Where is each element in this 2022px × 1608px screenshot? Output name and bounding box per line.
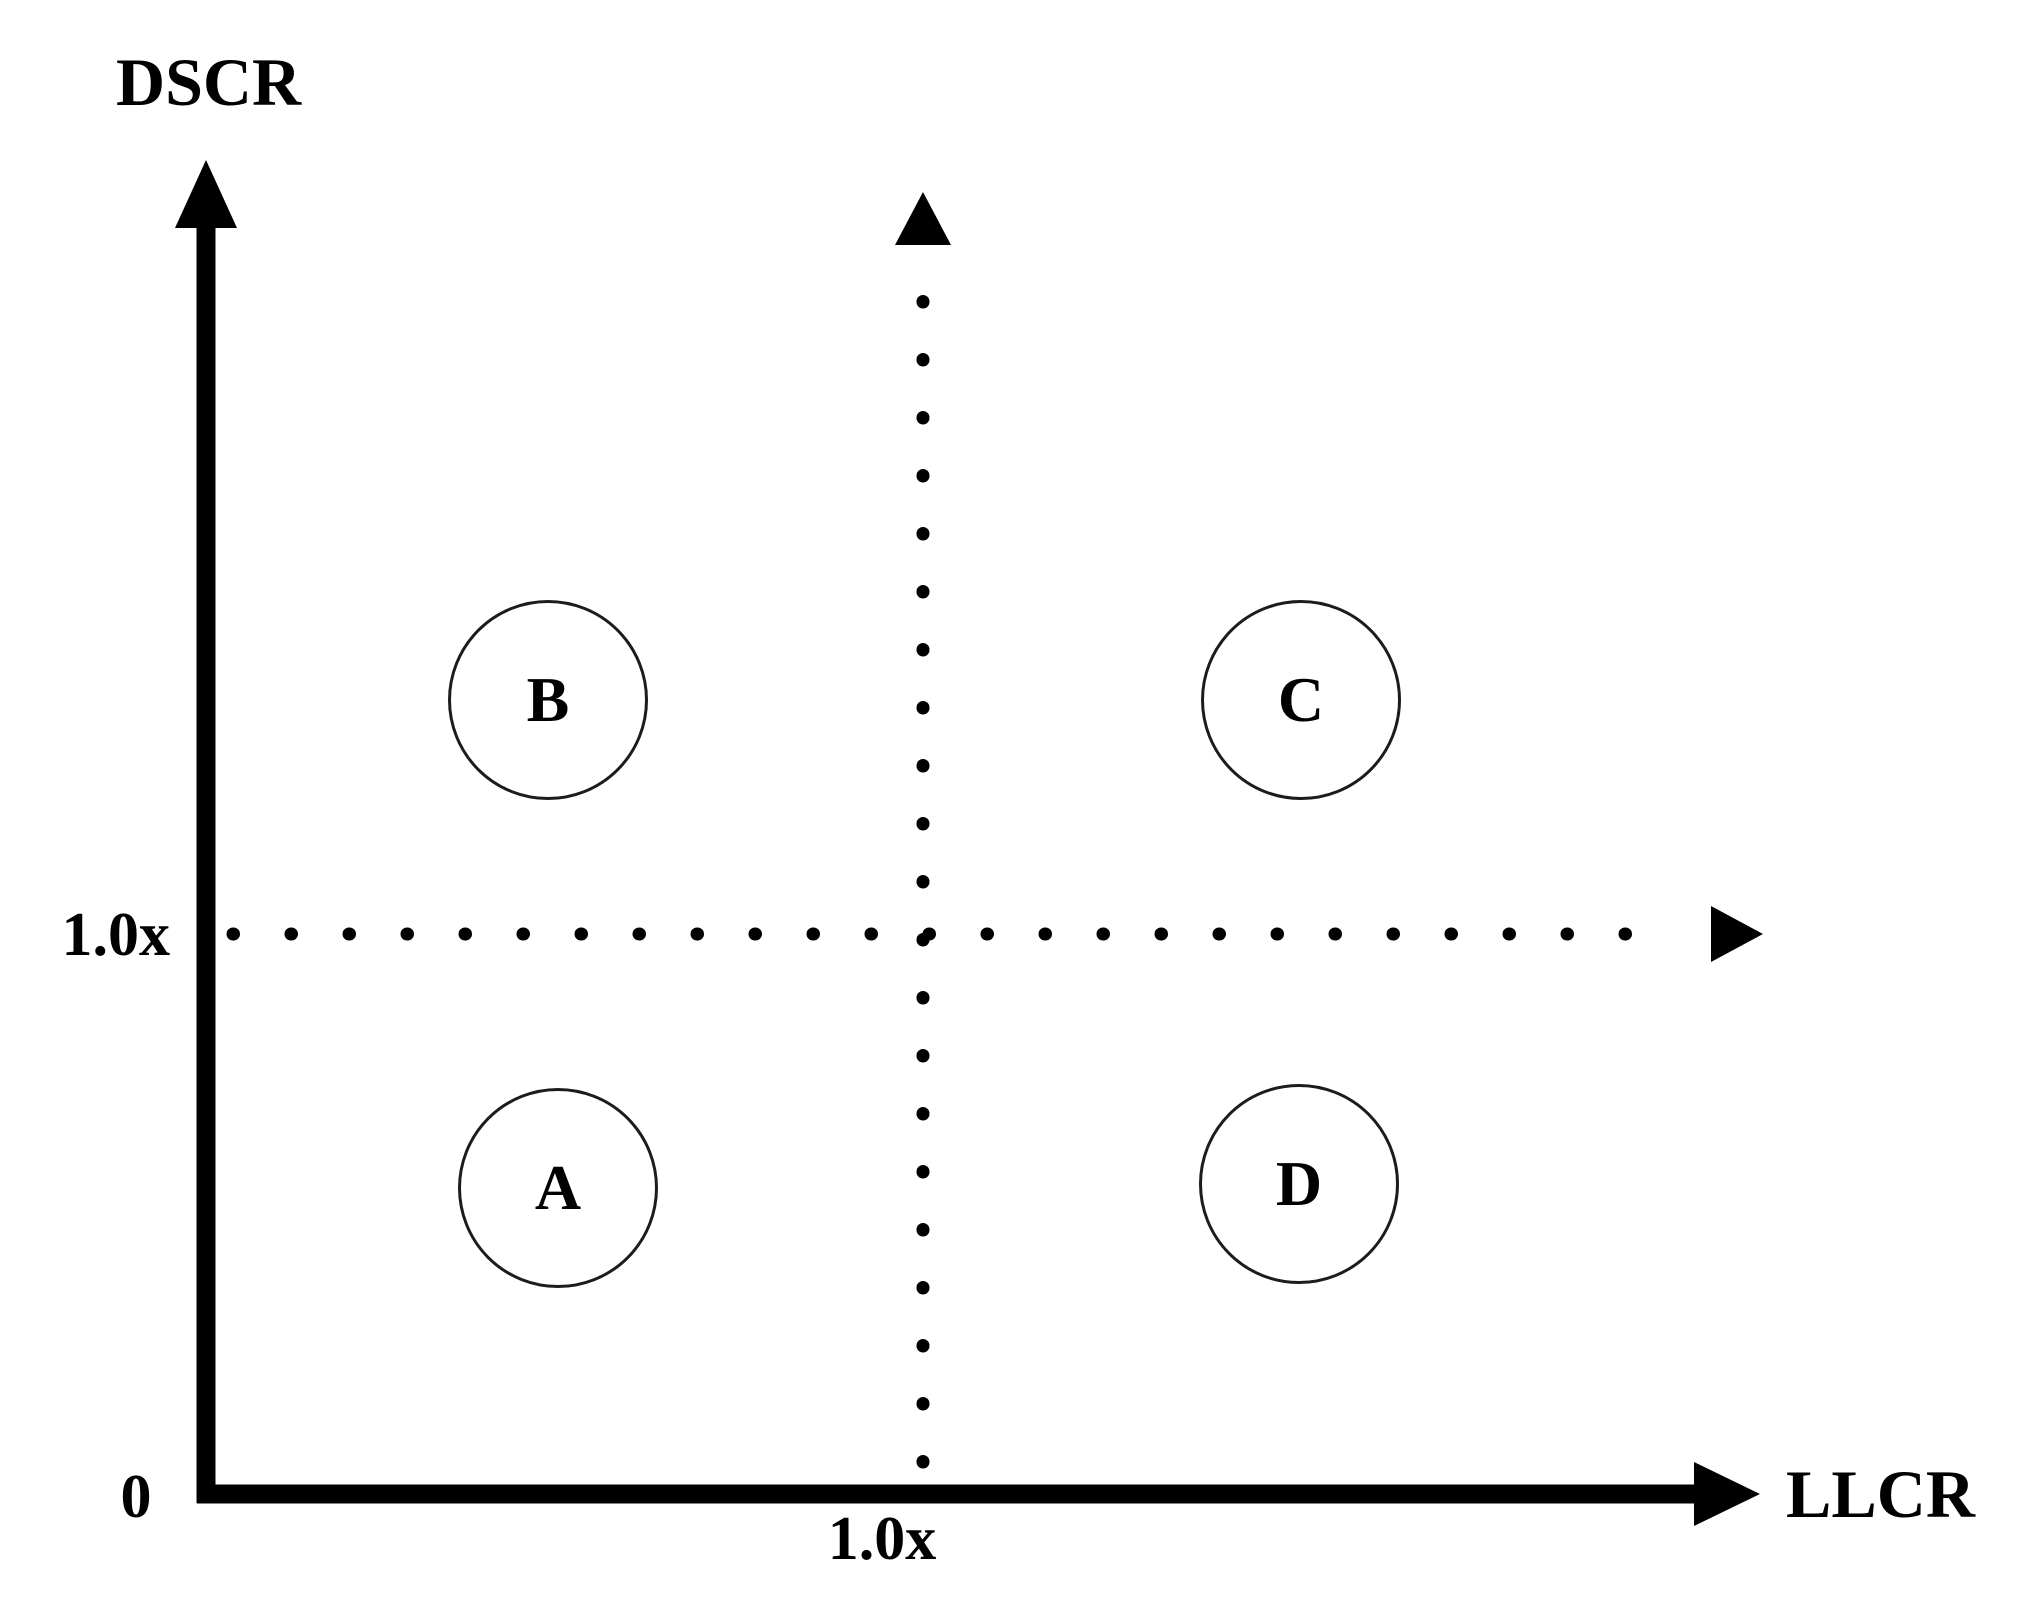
x-axis-arrow-icon <box>1694 1462 1760 1526</box>
x-axis-threshold-label: 1.0x <box>827 1505 937 1573</box>
node-circle-c: C <box>1201 600 1401 800</box>
y-axis-arrow-icon <box>175 160 237 228</box>
node-circle-b: B <box>448 600 648 800</box>
node-label-d: D <box>1275 1148 1323 1219</box>
node-circle-d: D <box>1199 1084 1399 1284</box>
x-axis-title: LLCR <box>1786 1456 1975 1532</box>
y-threshold-arrow-icon <box>1711 906 1763 962</box>
node-label-c: C <box>1277 664 1325 735</box>
node-label-b: B <box>526 664 570 735</box>
y-axis-threshold-label: 1.0x <box>61 901 171 969</box>
node-circle-a: A <box>458 1088 658 1288</box>
origin-label: 0 <box>120 1463 152 1531</box>
x-threshold-arrow-icon <box>895 192 951 245</box>
y-axis-title: DSCR <box>116 44 302 120</box>
node-label-a: A <box>534 1152 582 1223</box>
